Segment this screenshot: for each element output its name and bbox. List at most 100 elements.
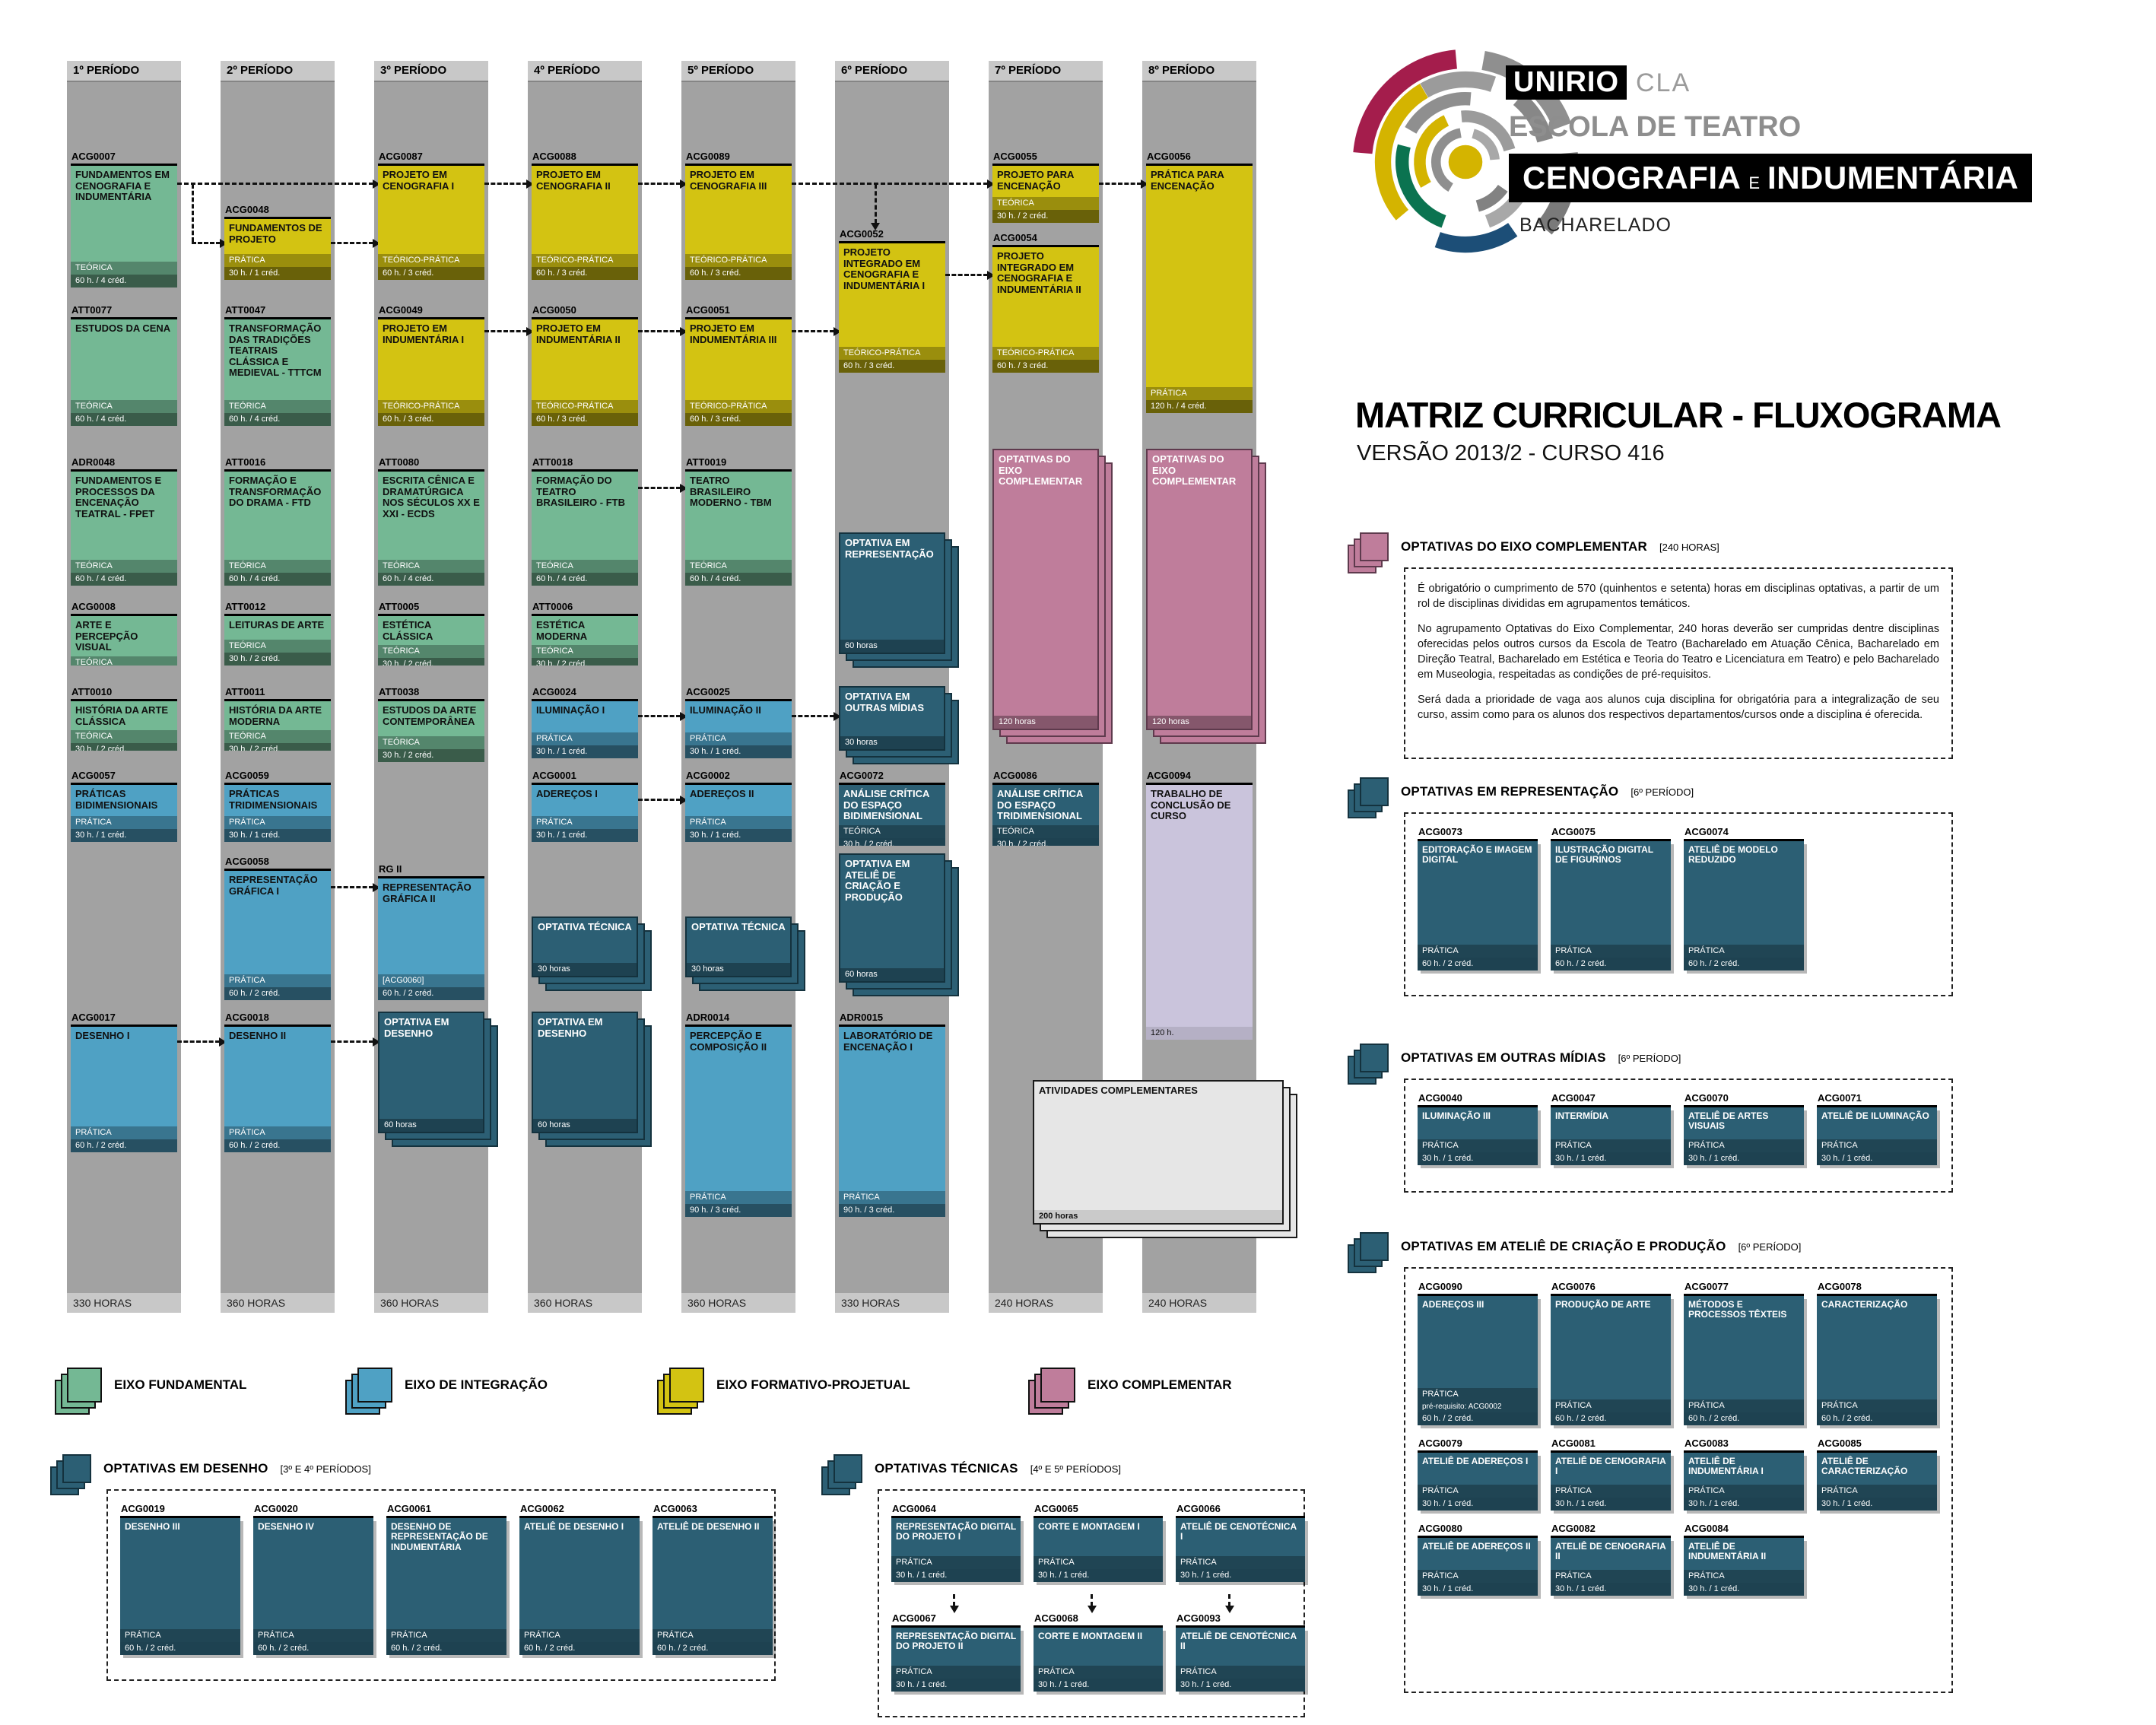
spacer — [71, 1045, 177, 1126]
legend-item-3: EIXO FORMATIVO-PROJETUAL — [669, 1368, 910, 1403]
flow-arrow — [638, 796, 687, 805]
cla-label: CLA — [1636, 68, 1691, 97]
course-load-label: 30 horas — [687, 963, 790, 976]
course-code: ACG0063 — [653, 1503, 773, 1518]
legend-label: EIXO FUNDAMENTAL — [114, 1377, 247, 1392]
section-title: OPTATIVAS TÉCNICAS — [875, 1461, 1018, 1476]
course-title: FUNDAMENTOS E PROCESSOS DA ENCENAÇÃO TEA… — [75, 475, 162, 519]
course-code: ACG0094 — [1146, 770, 1253, 785]
spacer — [71, 338, 177, 400]
flow-arrow — [638, 484, 687, 493]
course-code: ATT0010 — [71, 686, 177, 701]
course-load-label: 60 h. / 3 créd. — [685, 267, 792, 280]
flow-arrow — [638, 712, 687, 721]
course-type-label: TEÓRICA — [224, 730, 331, 744]
course-type-label: PRÁTICA — [839, 1191, 945, 1204]
course-type-label: PRÁTICA — [1817, 1399, 1937, 1412]
course-code: ACG0001 — [532, 770, 638, 785]
period-header-1: 1º PERÍODO — [67, 61, 181, 82]
course-card-body: TRANSFORMAÇÃO DAS TRADIÇÕES TEATRAIS CLÁ… — [224, 319, 331, 426]
course-load-label: 30 h. / 1 créd. — [1418, 1498, 1538, 1511]
course-code: ACG0059 — [224, 770, 331, 785]
course-code: ATT0080 — [378, 456, 484, 472]
panel-bracket: [6º PERÍODO] — [1630, 786, 1694, 798]
course-type-label: PRÁTICA — [224, 816, 331, 829]
course-title: DESENHO DE REPRESENTAÇÃO DE INDUMENTÁRIA — [391, 1521, 488, 1552]
course-card-body: PROJETO INTEGRADO EM CENOGRAFIA E INDUME… — [839, 243, 945, 373]
course-load-label: 60 h. / 3 créd. — [685, 413, 792, 426]
course-load-label: 30 h. / 1 créd. — [1551, 1498, 1671, 1511]
course-code: ACG0088 — [532, 151, 638, 166]
course-code: ACG0055 — [992, 151, 1099, 166]
course-title: ATELIÊ DE CENOTÉCNICA I — [1180, 1521, 1297, 1542]
flow-arrow — [331, 239, 380, 248]
course-title: PRÁTICAS TRIDIMENSIONAIS — [229, 788, 318, 811]
course-load-label: 60 h. / 4 créd. — [71, 275, 177, 288]
course-title: OPTATIVA EM DESENHO — [384, 1016, 449, 1039]
course-load-label: 30 h. / 1 créd. — [1034, 1569, 1163, 1582]
course-title: ANÁLISE CRÍTICA DO ESPAÇO BIDIMENSIONAL — [843, 788, 929, 822]
course-title: PROJETO INTEGRADO EM CENOGRAFIA E INDUME… — [997, 250, 1081, 295]
course-type-label: PRÁTICA — [224, 1126, 331, 1139]
brand-line: UNIRIO CLA — [1506, 65, 1691, 100]
panel-paragraph: No agrupamento Optativas do Eixo Complem… — [1418, 623, 1939, 681]
course-load-label: 120 h. / 4 créd. — [1146, 400, 1253, 413]
course-code: ACG0083 — [1684, 1438, 1804, 1453]
period-header-7: 7º PERÍODO — [989, 61, 1103, 82]
course-load-label: 60 h. / 2 créd. — [1418, 1412, 1538, 1425]
course-load-label: 60 h. / 2 créd. — [224, 987, 331, 1000]
course-load-label: 60 h. / 2 créd. — [386, 1642, 506, 1655]
course-title: OPTATIVA EM REPRESENTAÇÃO — [845, 537, 934, 560]
course-type-label: PRÁTICA — [1551, 1399, 1671, 1412]
spacer — [224, 382, 331, 400]
spacer — [378, 730, 484, 736]
stacked-cards-icon — [1360, 532, 1389, 561]
course-code: ATT0018 — [532, 456, 638, 472]
course-type-label: TEÓRICA — [224, 400, 331, 413]
panel-paragraph: Será dada a prioridade de vaga aos aluno… — [1418, 694, 1939, 721]
course-type-label: PRÁTICA — [1146, 387, 1253, 400]
course-title: ATELIÊ DE ADEREÇOS II — [1422, 1541, 1531, 1552]
down-arrow — [1224, 1594, 1234, 1613]
course-title: REPRESENTAÇÃO DIGITAL DO PROJETO I — [896, 1521, 1017, 1542]
course-load-label: 60 h. / 3 créd. — [378, 267, 484, 280]
spacer — [1551, 869, 1671, 945]
course-title: ESCRITA CÊNICA E DRAMATÚRGICA NOS SÉCULO… — [383, 475, 480, 519]
course-title: REPRESENTAÇÃO GRÁFICA I — [229, 874, 318, 897]
spacer — [1817, 1313, 1937, 1399]
course-title: FORMAÇÃO E TRANSFORMAÇÃO DO DRAMA - FTD — [229, 475, 322, 509]
course-card-body: ARTE E PERCEPÇÃO VISUALTEÓRICA30 h. / 2 … — [71, 616, 177, 666]
course-title: ADEREÇOS I — [536, 788, 598, 799]
spacer — [1176, 1546, 1305, 1556]
spacer — [839, 1056, 945, 1191]
course-code: ACG0086 — [992, 770, 1099, 785]
course-title: ATELIÊ DE INDUMENTÁRIA II — [1688, 1541, 1767, 1562]
course-load-label: 60 h. / 3 créd. — [992, 360, 1099, 373]
period-hours-6: 330 HORAS — [835, 1293, 949, 1313]
course-load-label: 200 horas — [1034, 1210, 1282, 1223]
